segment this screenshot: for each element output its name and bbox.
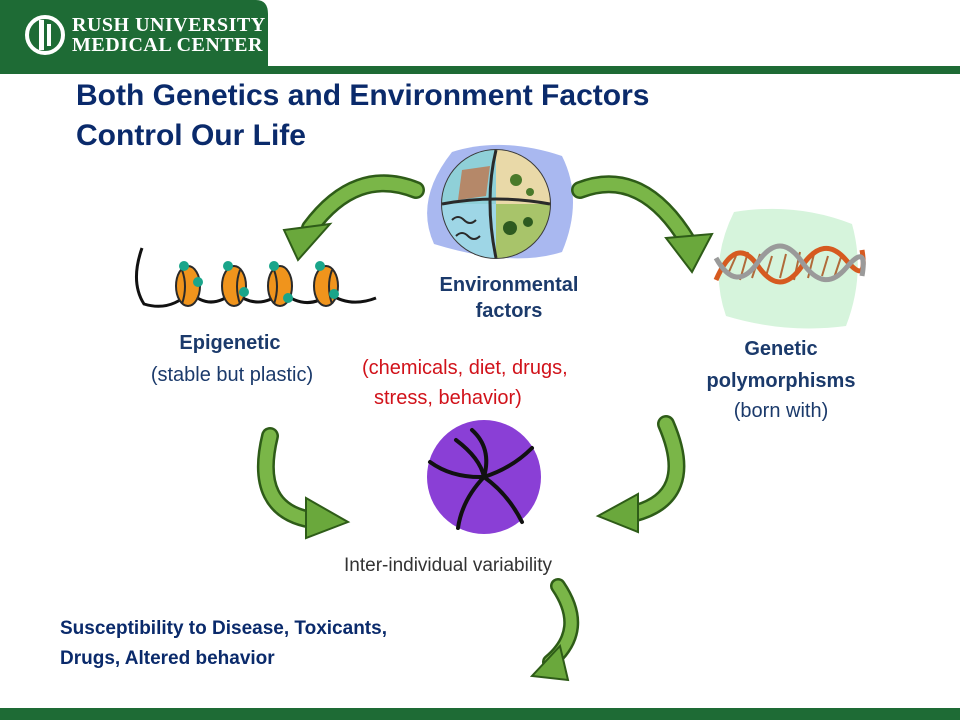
curved-arrow-icon [571,175,714,274]
center-label: Inter-individual variability [344,555,553,576]
epigenetic-title: Epigenetic [179,332,281,354]
header-tab [0,0,268,70]
rush-logo-icon [25,15,65,55]
header-divider [0,66,960,74]
genetic-subtitle: (born with) [733,400,829,422]
slide-title: Both Genetics and Environment Factors Co… [76,76,896,156]
environment-collage-icon [427,144,573,259]
footer-bar [0,708,960,720]
genetic-title-line2: polymorphisms [706,370,856,392]
dna-helix-icon [713,208,866,329]
environmental-examples-line1: (chemicals, diet, drugs, [362,357,568,379]
chromatin-nucleosome-icon [135,247,377,308]
environmental-title: Environmental factors [439,274,579,322]
environmental-examples-line2: stress, behavior) [374,387,522,409]
outcome-text: Susceptibility to Disease, Toxicants, Dr… [60,614,540,674]
curved-arrow-icon [529,578,580,682]
genetic-title-line1: Genetic [744,338,818,360]
outcome-line2: Drugs, Altered behavior [60,648,275,669]
curved-arrow-icon [256,427,351,540]
logo-line2: MEDICAL CENTER [72,34,263,56]
cell-nucleus-icon [422,418,548,536]
curved-arrow-icon [595,415,686,534]
logo-line1: RUSH UNIVERSITY [72,14,266,36]
epigenetic-subtitle: (stable but plastic) [150,364,314,386]
curved-arrow-icon [282,174,425,262]
slide-title-line2: Control Our Life [76,119,306,152]
slide-title-line1: Both Genetics and Environment Factors [76,79,650,112]
outcome-line1: Susceptibility to Disease, Toxicants, [60,618,387,639]
